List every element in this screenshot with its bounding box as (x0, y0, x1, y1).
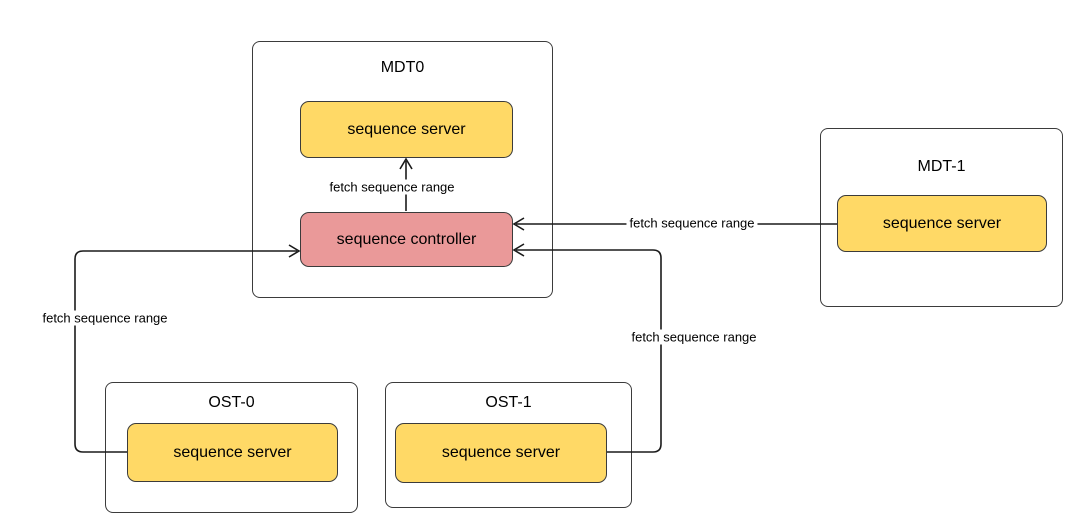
ost0-sequence-server-node: sequence server (127, 423, 338, 482)
mdt0-sequence-server-label: sequence server (347, 120, 466, 138)
mdt0-sequence-controller-node: sequence controller (300, 212, 513, 267)
mdt0-group-title: MDT0 (380, 59, 425, 76)
mdt1-sequence-server-node: sequence server (837, 195, 1047, 252)
mdt0-sequence-server-node: sequence server (300, 101, 513, 158)
ost1-sequence-server-label: sequence server (441, 444, 561, 461)
ost0-sequence-server-label: sequence server (173, 443, 292, 461)
mdt1-sequence-server-label: sequence server (882, 214, 1002, 232)
edge-label-internal: fetch sequence range (326, 179, 458, 195)
edge-label-ost1: fetch sequence range (628, 329, 760, 345)
edge-label-ost0: fetch sequence range (39, 310, 171, 326)
ost1-group-title: OST-1 (485, 394, 532, 411)
ost0-group-title: OST-0 (208, 394, 255, 411)
mdt0-sequence-controller-label: sequence controller (336, 230, 477, 248)
mdt1-group-title: MDT-1 (917, 158, 966, 175)
edge-label-mdt1: fetch sequence range (626, 215, 758, 231)
ost1-sequence-server-node: sequence server (395, 423, 607, 483)
